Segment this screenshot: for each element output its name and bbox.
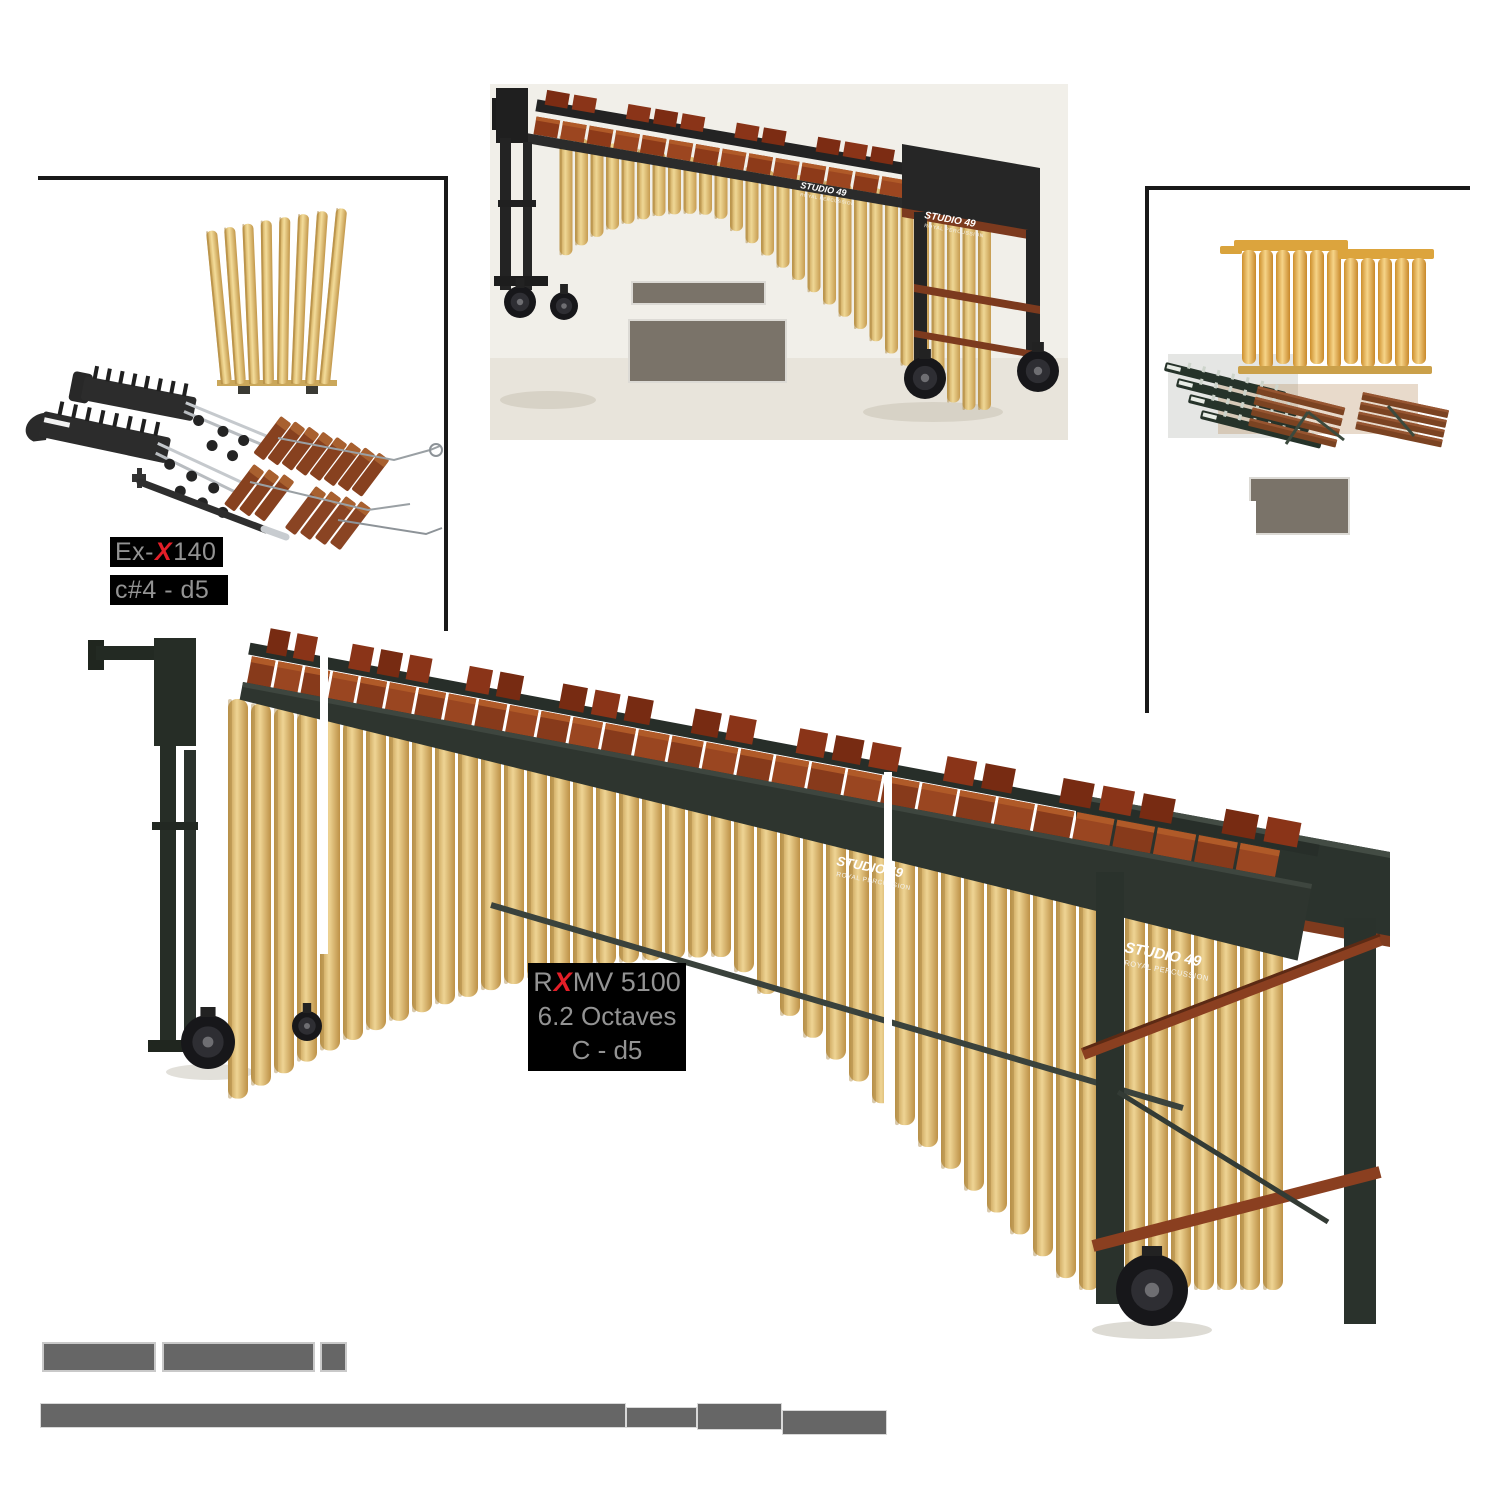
extension-split-line — [320, 652, 328, 954]
redacted-title-word — [320, 1342, 347, 1372]
marimba-model-label: RXMV 5100 6.2 Octaves C - d5 — [528, 963, 686, 1071]
model-prefix: R — [533, 967, 553, 997]
extension-range-label: c#4 - d5 — [110, 575, 228, 605]
redacted-model-specs — [628, 319, 787, 383]
model-prefix: Ex- — [115, 537, 154, 566]
marimba-rxmv5100-photo: STUDIO 49 ROYAL PERCUSSION STUDIO 49 ROY… — [88, 628, 1390, 1339]
right-frame-horizontal-rule — [1145, 186, 1470, 190]
model-number: 140 — [173, 537, 217, 566]
redacted-text-line — [782, 1410, 887, 1435]
right-frame-vertical-rule — [1145, 186, 1149, 713]
model-x: X — [553, 967, 572, 997]
marimba-4octave-photo: STUDIO 49 ROYAL PERCUSSION STUDIO 49 ROY… — [490, 84, 1068, 440]
resonator-kit-photo — [1164, 240, 1449, 449]
redacted-text-line — [40, 1403, 626, 1428]
extension-split-line — [884, 772, 892, 1117]
extension-kit-photo — [25, 208, 443, 550]
redacted-model-name — [631, 281, 766, 305]
redacted-kit-label — [1249, 477, 1350, 535]
model-octaves-row: 6.2 Octaves — [537, 1001, 677, 1031]
model-suffix: MV 5100 — [572, 967, 681, 997]
model-x: X — [155, 537, 173, 566]
left-frame-vertical-rule — [444, 176, 448, 631]
model-range-row: C - d5 — [571, 1035, 643, 1065]
redacted-title-word — [42, 1342, 156, 1372]
left-frame-horizontal-rule — [38, 176, 448, 180]
model-name-row: RXMV 5100 — [528, 965, 686, 999]
redacted-title-word — [162, 1342, 315, 1372]
range-text: c#4 - d5 — [115, 575, 210, 604]
redacted-text-line — [626, 1407, 697, 1428]
redacted-text-line — [697, 1403, 782, 1430]
